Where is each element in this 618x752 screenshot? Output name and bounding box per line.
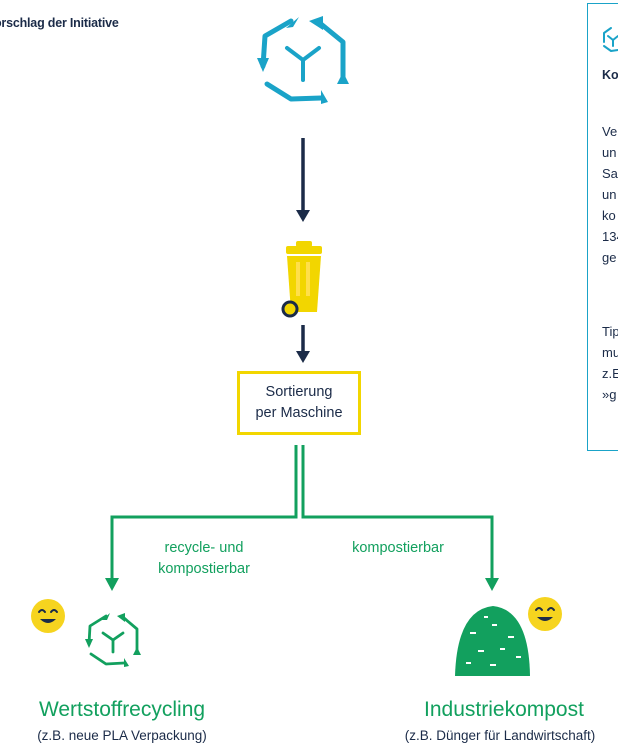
recycling-title: Wertstoffrecycling bbox=[38, 698, 206, 721]
branch-right-line-1: kompostierbar bbox=[352, 540, 444, 556]
info-text-line: un bbox=[602, 187, 617, 202]
info-text-line: mu bbox=[602, 345, 618, 360]
branch-left-line-1: recycle- und bbox=[164, 540, 244, 556]
compost-title: Industriekompost bbox=[424, 698, 584, 721]
info-text-line: »g bbox=[602, 387, 617, 402]
happy-face-icon bbox=[31, 599, 65, 633]
info-heading: Ko bbox=[602, 68, 618, 82]
info-paragraph-1: Ve un Sa un ko 134 ge bbox=[602, 121, 618, 268]
branch-label-right: kompostierbar bbox=[337, 538, 459, 559]
info-text-line: 134 bbox=[602, 229, 618, 244]
recycle-hexagon-icon bbox=[257, 16, 349, 104]
arrow-down-1 bbox=[296, 138, 310, 222]
sorting-line-2: per Maschine bbox=[255, 405, 343, 421]
info-text-line: ge bbox=[602, 250, 617, 265]
diagram-title: orschlag der Initiative bbox=[0, 16, 119, 30]
branch-paths bbox=[110, 445, 494, 580]
recycle-hexagon-icon bbox=[603, 27, 618, 52]
branch-left-line-2: kompostierbar bbox=[158, 561, 250, 577]
arrow-right-head bbox=[485, 578, 499, 591]
recycling-subtitle: (z.B. neue PLA Verpackung) bbox=[37, 728, 207, 743]
info-text-line: ko bbox=[602, 208, 616, 223]
info-box: Ko Ve un Sa un ko 134 ge Tip mu z.E »g bbox=[587, 3, 618, 451]
compost-heap-icon bbox=[455, 606, 530, 676]
info-text-line: z.E bbox=[602, 366, 618, 381]
info-text-line: Tip bbox=[602, 324, 618, 339]
sorting-box: Sortierung per Maschine bbox=[237, 371, 361, 435]
compost-subtitle: (z.B. Dünger für Landwirtschaft) bbox=[404, 728, 596, 743]
recycle-hexagon-icon bbox=[85, 613, 141, 667]
arrow-down-2 bbox=[296, 325, 310, 363]
info-paragraph-2: Tip mu z.E »g bbox=[602, 321, 618, 405]
happy-face-icon bbox=[528, 597, 562, 631]
info-text-line: Sa bbox=[602, 166, 618, 181]
info-text-line: un bbox=[602, 145, 617, 160]
sorting-line-1: Sortierung bbox=[265, 384, 333, 400]
branch-label-left: recycle- und kompostierbar bbox=[138, 538, 270, 580]
yellow-bin-icon bbox=[281, 241, 322, 318]
arrow-left-head bbox=[105, 578, 119, 591]
info-text-line: Ve bbox=[602, 124, 618, 139]
